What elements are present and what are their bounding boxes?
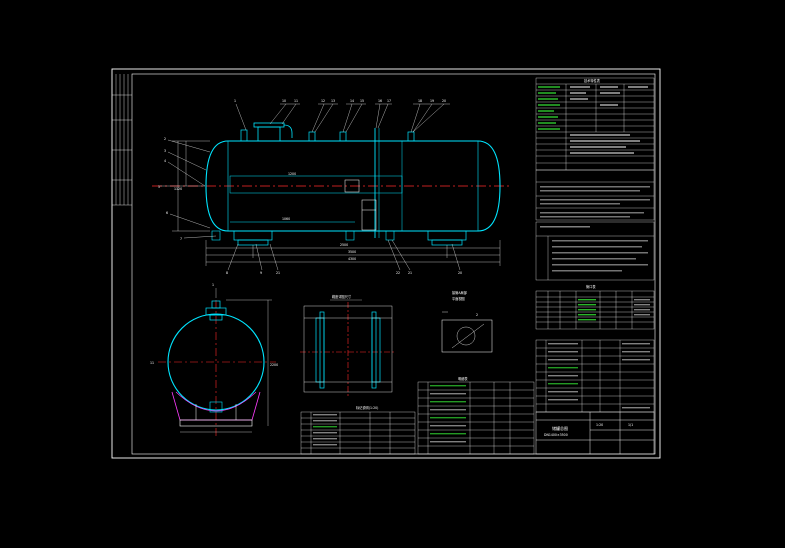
svg-text:12: 12 <box>321 99 325 103</box>
svg-text:10: 10 <box>282 99 286 103</box>
binding-strip <box>112 74 132 206</box>
svg-text:17: 17 <box>387 99 391 103</box>
svg-text:14: 14 <box>350 99 354 103</box>
scale-note: 标记说明(1:20) <box>356 405 378 410</box>
svg-text:2: 2 <box>476 313 478 317</box>
svg-text:1: 1 <box>212 283 214 287</box>
support-detail-title: 鞍座详图尺寸 <box>332 294 352 299</box>
parts-list-bottom-mid <box>417 381 535 455</box>
tech-requirements-text <box>540 186 650 218</box>
top-nozzles <box>240 129 415 142</box>
detail-a: 接管A局部 平面视图 2 <box>441 290 493 353</box>
svg-text:6: 6 <box>166 211 168 215</box>
svg-text:21: 21 <box>276 271 280 275</box>
svg-text:3: 3 <box>164 149 166 153</box>
notes-block <box>535 221 655 281</box>
title-drawing-number: DN1400×3500 <box>544 433 568 437</box>
tech-spec-fill <box>538 86 648 154</box>
end-view-shell <box>167 313 265 411</box>
manhole <box>253 122 293 142</box>
support-detail: 鞍座详图尺寸 <box>300 294 396 398</box>
dim-internal: 1060 <box>282 217 290 221</box>
title-block <box>535 411 655 455</box>
internal-pipe <box>229 175 403 194</box>
dim-height-left: 1120 <box>174 187 182 191</box>
svg-text:5: 5 <box>158 185 160 189</box>
title-scale: 1:20 <box>596 423 603 427</box>
svg-text:22: 22 <box>396 271 400 275</box>
svg-text:15: 15 <box>360 99 364 103</box>
svg-text:19: 19 <box>430 99 434 103</box>
svg-text:20: 20 <box>442 99 446 103</box>
dim-overall-length: 4300 <box>348 257 356 261</box>
svg-text:11: 11 <box>150 361 154 365</box>
main-elevation-view: 4300 3500 2500 1200 1060 1120 1 <box>152 99 510 275</box>
svg-text:21: 21 <box>408 271 412 275</box>
item-balloons-bottom: 8 9 21 22 21 20 <box>226 271 462 275</box>
dim-support-spacing: 2500 <box>340 243 348 247</box>
tech-spec-table <box>535 77 655 171</box>
title-sheet: 1/1 <box>628 423 633 427</box>
svg-text:接管A局部: 接管A局部 <box>452 290 468 295</box>
svg-text:7: 7 <box>180 237 182 241</box>
top-leaders <box>235 103 450 133</box>
parts-list-upper <box>535 339 655 413</box>
dim-nozzle: 1200 <box>288 172 296 176</box>
svg-text:9: 9 <box>260 271 262 275</box>
svg-text:11: 11 <box>294 99 298 103</box>
item-balloons-top: 1 10 11 12 13 14 15 16 17 18 19 20 <box>234 99 446 103</box>
nozzle-table <box>535 290 655 330</box>
title-drawing-name: 储罐总图 <box>552 425 568 431</box>
svg-text:16: 16 <box>378 99 382 103</box>
parts-list-bottom-left <box>300 411 416 455</box>
end-view-saddle <box>171 391 261 427</box>
tech-spec-title: 技术特性表 <box>584 78 601 83</box>
nozzle-table-title: 管口表 <box>586 284 596 289</box>
saddle-supports <box>233 230 467 246</box>
svg-text:平面视图: 平面视图 <box>452 296 465 301</box>
svg-text:1: 1 <box>234 99 236 103</box>
left-dimensions <box>160 140 210 232</box>
internal-box <box>344 179 360 193</box>
svg-text:13: 13 <box>331 99 335 103</box>
svg-text:18: 18 <box>418 99 422 103</box>
item-balloons-left: 2 3 4 5 6 7 <box>158 137 182 241</box>
svg-text:2: 2 <box>164 137 166 141</box>
bottom-dimensions <box>205 240 501 266</box>
svg-text:8: 8 <box>226 271 228 275</box>
svg-text:20: 20 <box>458 271 462 275</box>
tech-requirements <box>535 169 655 221</box>
end-view: 2200 1 11 <box>150 283 278 438</box>
dim-end-height: 2200 <box>270 363 278 367</box>
parts-list-title: 明细表 <box>458 376 468 381</box>
sheet-outer-border <box>111 68 661 459</box>
dim-shell-length: 3500 <box>348 250 356 254</box>
svg-text:4: 4 <box>164 159 166 163</box>
